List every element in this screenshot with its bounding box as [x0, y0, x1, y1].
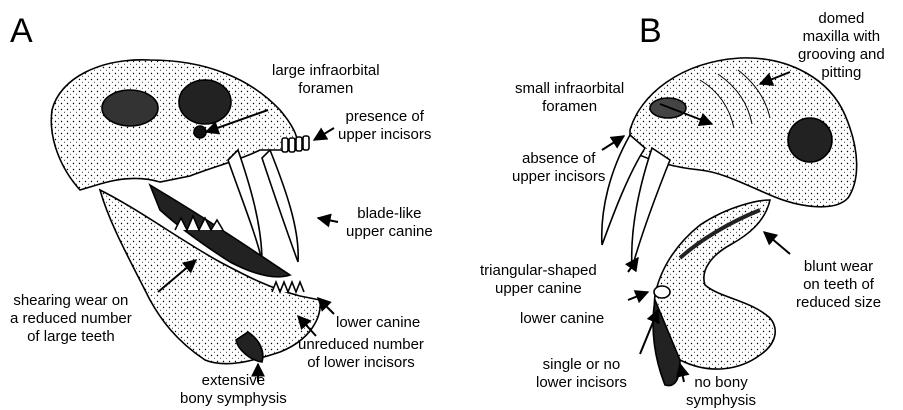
panel-label-a: A — [10, 14, 33, 48]
skull-b — [602, 58, 857, 386]
arrow-a-canine — [318, 218, 338, 222]
arrow-b-blunt — [764, 232, 790, 254]
label-b-incisors: absence of upper incisors — [512, 150, 605, 186]
label-a-incisors: presence of upper incisors — [338, 108, 431, 144]
label-a-canine: blade-like upper canine — [346, 205, 433, 241]
label-a-shearing: shearing wear on a reduced number of lar… — [10, 292, 132, 346]
arrow-b-incisors — [602, 136, 624, 150]
label-a-symphysis: extensive bony symphysis — [180, 372, 287, 408]
label-a-lower-incisors: unreduced number of lower incisors — [298, 336, 424, 372]
arrow-b-symphysis — [680, 364, 684, 382]
skull-b-orbit — [788, 118, 832, 162]
arrow-b-lower-canine — [628, 292, 648, 300]
label-a-infraorbital: large infraorbital foramen — [272, 62, 380, 98]
skull-a-upper-incisors — [282, 136, 309, 152]
label-b-symphysis: no bony symphysis — [686, 374, 756, 410]
label-b-blunt: blunt wear on teeth of reduced size — [796, 258, 881, 312]
label-b-infraorbital: small infraorbital foramen — [515, 80, 624, 116]
skull-a-orbit — [179, 80, 231, 124]
arrow-a-incisors — [314, 128, 334, 140]
label-b-maxilla: domed maxilla with grooving and pitting — [798, 10, 885, 82]
label-b-lower-canine: lower canine — [520, 310, 604, 328]
panel-label-b: B — [639, 14, 662, 48]
label-b-canine: triangular-shaped upper canine — [480, 262, 597, 298]
label-b-lower-incisors: single or no lower incisors — [536, 356, 627, 392]
label-a-lower-canine: lower canine — [336, 314, 420, 332]
